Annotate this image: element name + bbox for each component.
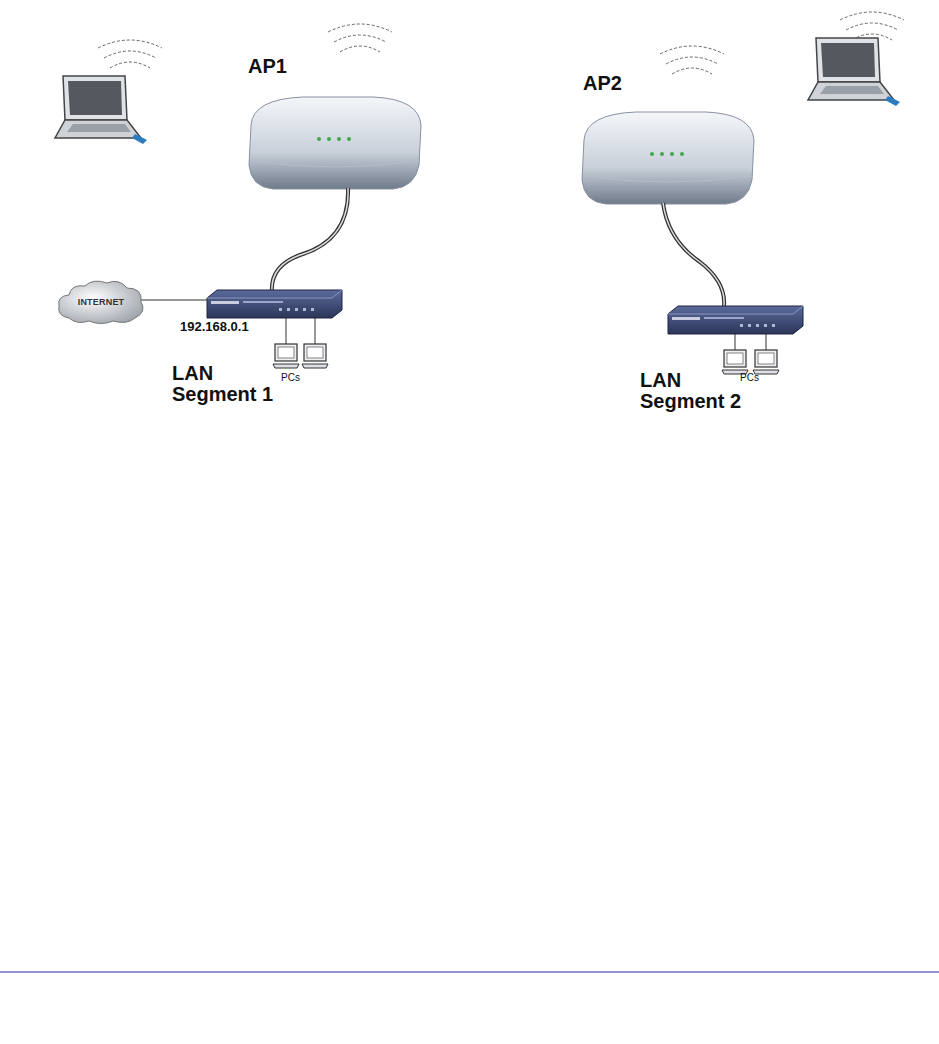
label-text: PCs (740, 373, 759, 384)
label-text: 192.168.0.1 (180, 320, 249, 334)
label-text: AP1 (248, 56, 287, 77)
label-text: LAN Segment 1 (172, 363, 286, 405)
cloud-node: INTERNET (55, 278, 147, 326)
label-text: LAN Segment 2 (640, 370, 754, 412)
node-text: INTERNET (78, 297, 125, 307)
label-text: AP2 (583, 73, 622, 94)
label-text: PCs (281, 373, 300, 384)
